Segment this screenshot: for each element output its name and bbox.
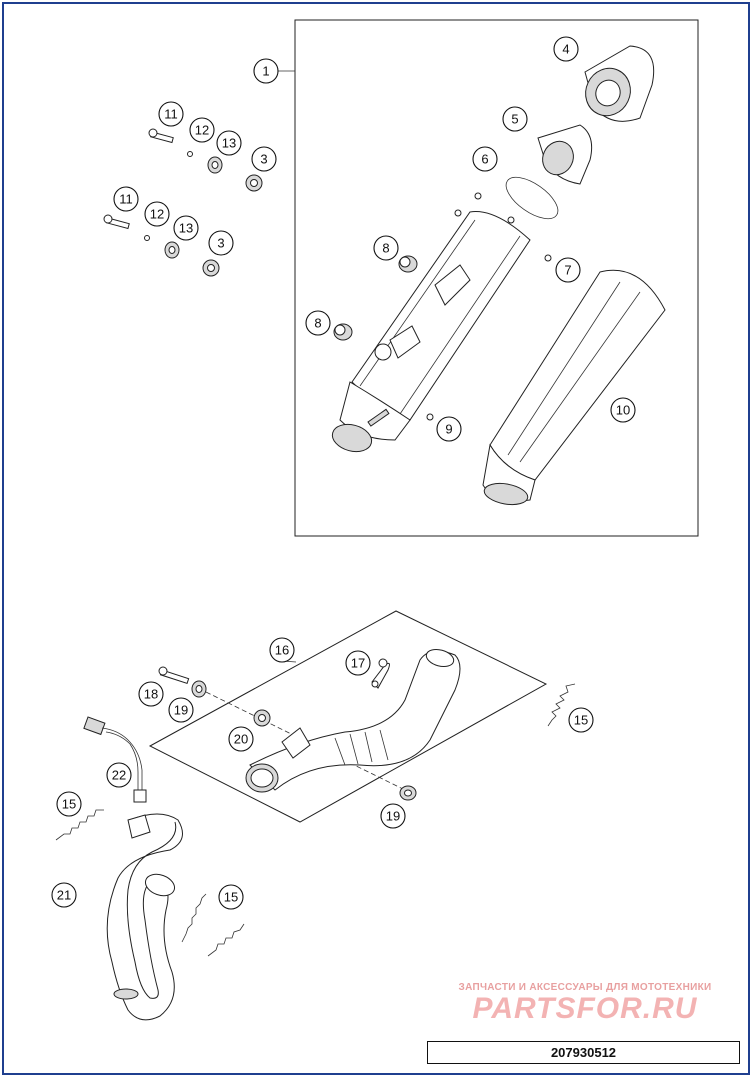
svg-text:15: 15 — [224, 890, 238, 905]
callout-5: 5 — [502, 106, 528, 132]
callout-19-upper: 19 — [168, 697, 194, 723]
svg-text:3: 3 — [260, 152, 267, 167]
callout-22: 22 — [106, 762, 132, 788]
header-pipe-part — [245, 648, 461, 793]
callout-8-lower: 8 — [305, 310, 331, 336]
lambda-sensor-part — [83, 716, 147, 803]
grommet-part-20 — [253, 709, 271, 727]
callout-1: 1 — [253, 58, 279, 84]
svg-text:22: 22 — [112, 768, 126, 783]
svg-text:12: 12 — [150, 207, 164, 222]
watermark-logo: PARTSFOR.RU — [472, 992, 698, 1025]
svg-text:16: 16 — [275, 643, 289, 658]
svg-text:7: 7 — [564, 263, 571, 278]
svg-text:12: 12 — [195, 123, 209, 138]
svg-text:13: 13 — [179, 221, 193, 236]
callout-15-right: 15 — [568, 707, 594, 733]
svg-text:20: 20 — [234, 732, 248, 747]
end-cap-part — [584, 45, 655, 122]
svg-text:8: 8 — [382, 241, 389, 256]
callout-13-upper: 13 — [216, 130, 242, 156]
callout-9: 9 — [436, 416, 462, 442]
screws-part-7 — [454, 192, 552, 262]
callout-21: 21 — [51, 882, 77, 908]
svg-text:15: 15 — [62, 797, 76, 812]
clamp-part — [371, 658, 390, 689]
callout-19-lower: 19 — [380, 803, 406, 829]
mounting-hardware-upper — [148, 128, 263, 192]
silencer-body-part — [331, 211, 531, 453]
spring-part-15-middle — [181, 893, 207, 943]
callout-4: 4 — [553, 36, 579, 62]
svg-text:8: 8 — [314, 316, 321, 331]
callout-11-lower: 11 — [113, 186, 139, 212]
watermark-tagline: ЗАПЧАСТИ И АКСЕССУАРЫ ДЛЯ МОТОТЕХНИКИ — [458, 982, 712, 993]
gasket-ring-part — [505, 176, 559, 220]
callout-3-upper: 3 — [251, 146, 277, 172]
svg-text:15: 15 — [574, 713, 588, 728]
svg-text:11: 11 — [119, 192, 133, 207]
callout-12-lower: 12 — [144, 201, 170, 227]
callout-16: 16 — [269, 637, 295, 663]
callout-15-bottom: 15 — [218, 884, 244, 910]
callout-11-upper: 11 — [158, 101, 184, 127]
svg-text:6: 6 — [481, 152, 488, 167]
screw-part-9 — [426, 413, 434, 421]
spring-part-15-bottom — [207, 923, 245, 957]
cover-sleeve-part — [482, 269, 666, 506]
inner-cap-part — [537, 124, 593, 185]
svg-text:21: 21 — [57, 888, 71, 903]
flange-bolt-part — [158, 666, 207, 698]
svg-text:10: 10 — [616, 403, 630, 418]
callout-6: 6 — [472, 146, 498, 172]
callout-3-lower: 3 — [208, 230, 234, 256]
svg-text:11: 11 — [164, 107, 178, 122]
document-number: 207930512 — [427, 1041, 740, 1064]
callout-17: 17 — [345, 650, 371, 676]
svg-text:5: 5 — [511, 112, 518, 127]
callout-10: 10 — [610, 397, 636, 423]
svg-text:3: 3 — [217, 236, 224, 251]
spring-part-15-right — [547, 683, 576, 727]
callout-13-lower: 13 — [173, 215, 199, 241]
callout-12-upper: 12 — [189, 117, 215, 143]
callout-7: 7 — [555, 257, 581, 283]
callout-15-left: 15 — [56, 791, 82, 817]
svg-text:19: 19 — [386, 809, 400, 824]
svg-text:19: 19 — [174, 703, 188, 718]
grommet-part-8 — [333, 255, 418, 341]
spring-part-15-left — [55, 809, 104, 841]
svg-text:9: 9 — [445, 422, 452, 437]
svg-text:13: 13 — [222, 136, 236, 151]
svg-text:4: 4 — [562, 42, 569, 57]
callout-8-upper: 8 — [373, 235, 399, 261]
header-group-box — [148, 610, 548, 823]
callout-18: 18 — [138, 681, 164, 707]
svg-text:17: 17 — [351, 656, 365, 671]
callout-20: 20 — [228, 726, 254, 752]
silencer-group-box — [294, 19, 699, 537]
watermark: ЗАПЧАСТИ И АКСЕССУАРЫ ДЛЯ МОТОТЕХНИКИ PA… — [428, 982, 742, 1025]
svg-text:1: 1 — [262, 64, 269, 79]
mounting-hardware-lower — [103, 214, 220, 277]
exhaust-header-part — [106, 813, 183, 1021]
grommet-part-19-lower — [399, 785, 417, 801]
svg-text:18: 18 — [144, 687, 158, 702]
